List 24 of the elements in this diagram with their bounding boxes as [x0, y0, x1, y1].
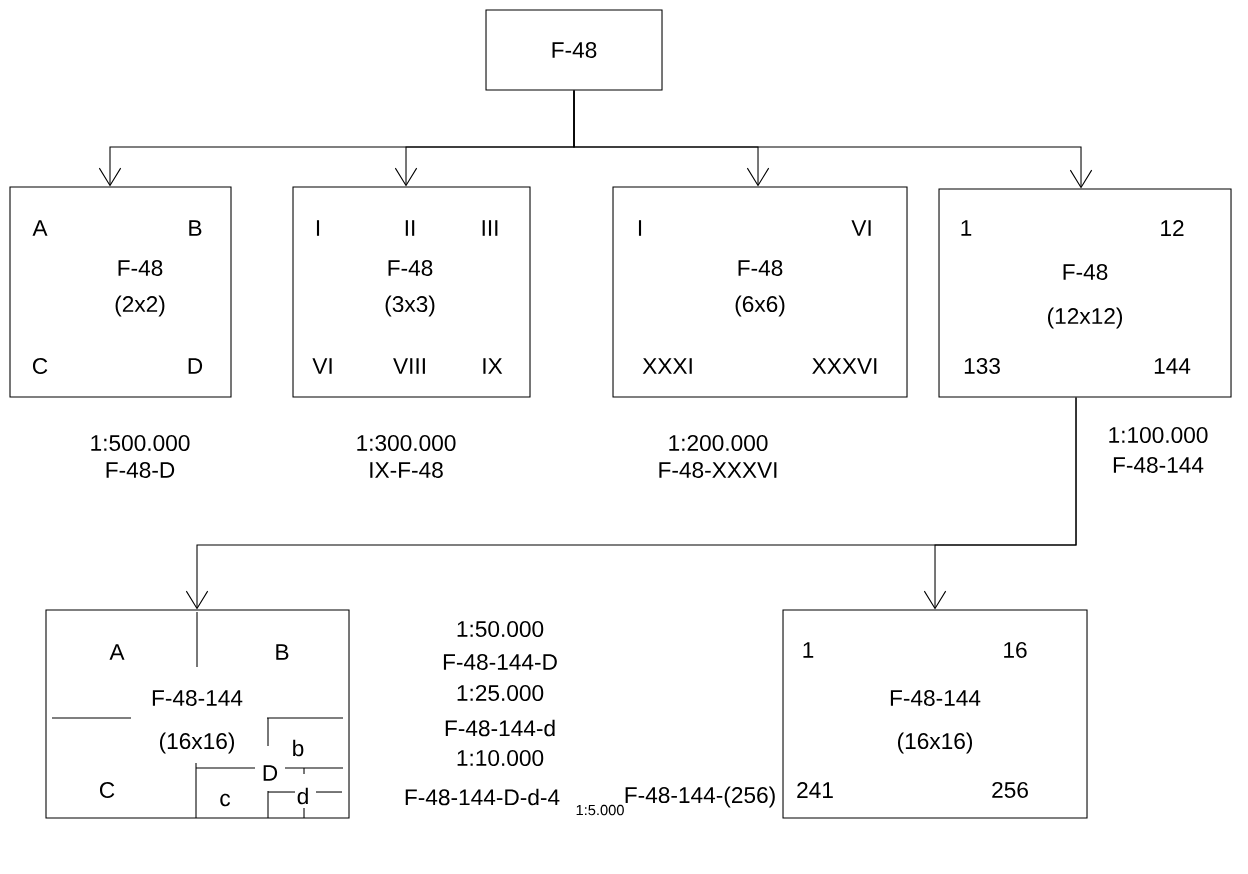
scale-label: 1:25.000: [457, 685, 544, 702]
sheet-box: I VI F-48 (6x6) XXXI XXXVI: [612, 186, 908, 398]
scale-label: IX-F-48: [370, 462, 443, 479]
sheet-box: I II III F-48 (3x3) VI VIII IX: [292, 186, 531, 398]
arrow: [573, 90, 1093, 189]
scale-label: 1:500.000: [91, 435, 190, 452]
sheet-box: A B F-48 (2x2) C D: [9, 186, 232, 398]
scale-label: 1:200.000: [669, 435, 768, 452]
sheet-box: F-48: [485, 9, 663, 91]
scale-label: 1:5.000: [576, 804, 624, 816]
sheet-box: 1 16 F-48-144 (16x16) 241 256: [782, 609, 1088, 819]
scale-label: F-48-144: [1113, 457, 1204, 474]
sheet-box: 1 12 F-48 (12x12) 133 144: [938, 188, 1232, 398]
scale-label: F-48-144-D-d-4: [405, 788, 560, 806]
scale-label: F-48-D: [106, 462, 175, 479]
sheet-box: A B F-48-144 (16x16) C D b c d: [45, 609, 350, 819]
scale-label: F-48-144-d: [445, 719, 555, 737]
scale-label: 1:100.000: [1109, 427, 1208, 444]
scale-label: F-48-144-D: [443, 654, 557, 671]
scale-label: 1:300.000: [357, 435, 456, 452]
arrow: [923, 397, 1077, 610]
scale-label: 1:10.000: [457, 750, 544, 767]
scale-label: 1:50.000: [457, 621, 544, 638]
scale-label: F-48-XXXVI: [659, 462, 777, 479]
